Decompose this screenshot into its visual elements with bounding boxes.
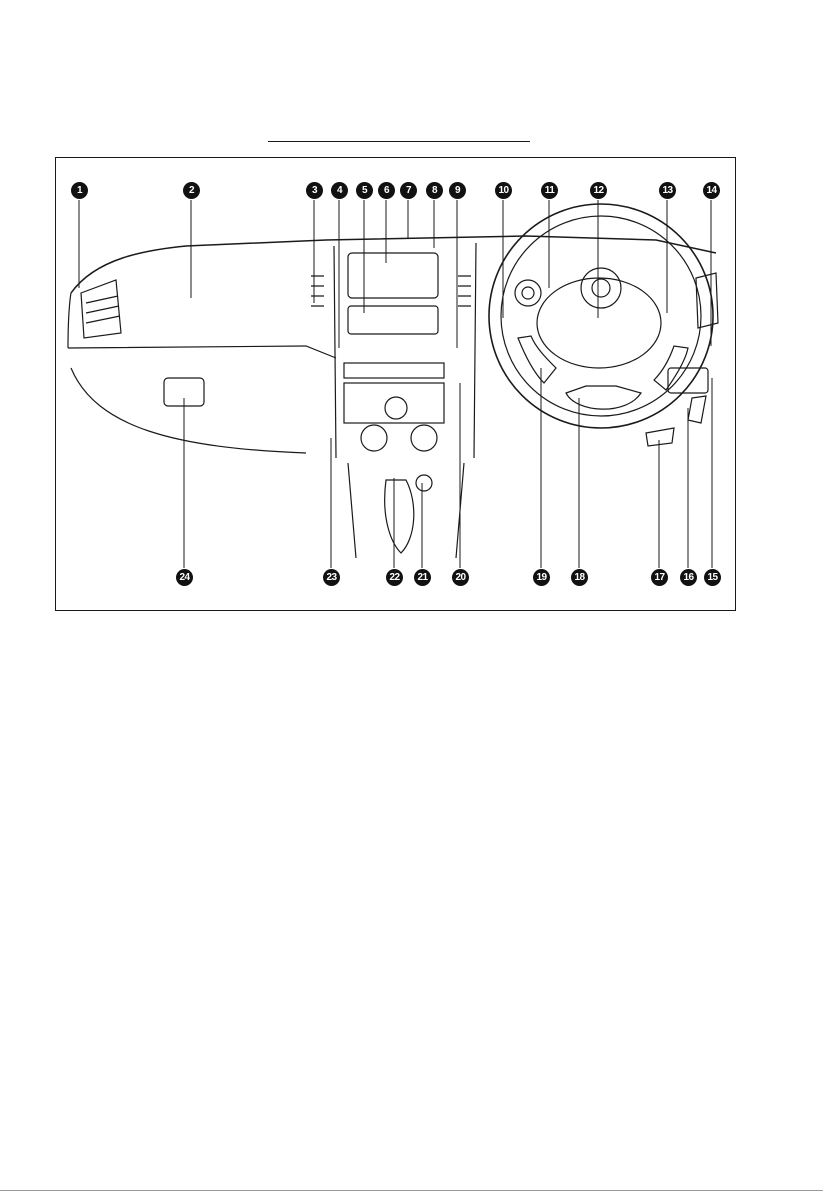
callout-17: 17 [651, 569, 668, 586]
callout-7: 7 [400, 182, 417, 199]
callout-16: 16 [680, 569, 697, 586]
callout-22: 22 [386, 569, 403, 586]
callout-2: 2 [183, 182, 200, 199]
dashboard-drawing [56, 158, 737, 612]
callout-10: 10 [495, 182, 512, 199]
callout-12: 12 [590, 182, 607, 199]
callout-15: 15 [704, 569, 721, 586]
callout-11: 11 [541, 182, 558, 199]
callout-3: 3 [306, 182, 323, 199]
dashboard-figure: 1 2 3 4 5 6 7 8 9 10 11 12 13 14 24 23 2… [55, 157, 736, 611]
page-bottom-rule [0, 1190, 823, 1191]
callout-21: 21 [414, 569, 431, 586]
callout-19: 19 [533, 569, 550, 586]
callout-24: 24 [176, 569, 193, 586]
callout-5: 5 [356, 182, 373, 199]
callout-9: 9 [449, 182, 466, 199]
callout-4: 4 [331, 182, 348, 199]
callout-23: 23 [323, 569, 340, 586]
callout-18: 18 [571, 569, 588, 586]
section-heading-underline [268, 141, 530, 142]
callout-14: 14 [703, 182, 720, 199]
callout-13: 13 [659, 182, 676, 199]
callout-6: 6 [378, 182, 395, 199]
callout-20: 20 [452, 569, 469, 586]
callout-1: 1 [71, 182, 88, 199]
leader-lines [79, 200, 712, 568]
callout-8: 8 [426, 182, 443, 199]
